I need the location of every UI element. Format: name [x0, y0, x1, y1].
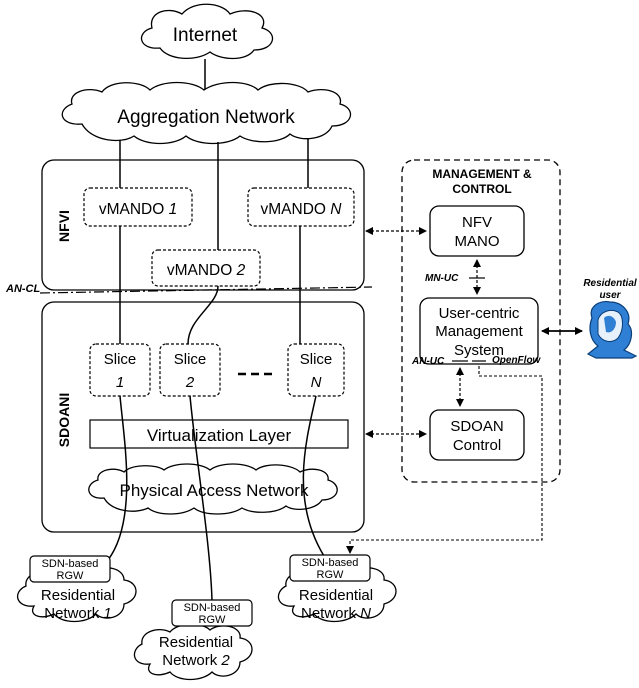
aggregation-network-label: Aggregation Network [117, 107, 295, 128]
virtualization-layer-box [89, 419, 349, 449]
rgw-1-line1: SDN-based [42, 558, 99, 570]
rgw-2-box [171, 599, 253, 627]
an-uc-label: AN-UC [411, 356, 445, 367]
residential-2-line1: Residential [159, 634, 233, 651]
mn-uc-label: MN-UC [425, 273, 459, 284]
sdoani-label: SDOANI [56, 393, 72, 447]
residential-user-line1: Residential [583, 278, 637, 289]
rgw-n-line2: RGW [317, 569, 345, 581]
vmando-1-label: vMANDO 1 [99, 201, 177, 218]
management-title-line2: CONTROL [452, 182, 511, 196]
residential-n-line1: Residential [299, 587, 373, 604]
openflow-label: OpenFlow [492, 355, 542, 366]
rgw-n-line1: SDN-based [302, 557, 359, 569]
openflow-link [346, 366, 543, 554]
nfv-mano-box [429, 205, 525, 257]
sdoan-control-line1: SDOAN [450, 418, 503, 435]
vmando-2-label: vMANDO 2 [167, 262, 246, 279]
slice1-rgw1-link [107, 395, 128, 561]
rgw-n-box [289, 554, 371, 582]
vmando-n-box [247, 187, 355, 227]
rgw-2-line2: RGW [199, 614, 227, 626]
internet-cloud: Internet [141, 3, 273, 60]
physical-access-network-label: Physical Access Network [120, 481, 309, 500]
residential-user-icon [586, 301, 638, 359]
virtualization-layer-label: Virtualization Layer [147, 426, 292, 445]
slice-n-box [287, 343, 345, 397]
nfv-mano-line2: MANO [455, 233, 500, 250]
sdoan-control-box [429, 409, 525, 461]
vmando2-slice2-link [187, 285, 219, 345]
residential-n-line2: Network N [301, 605, 371, 622]
sdoan-control-line2: Control [453, 437, 501, 454]
user-centric-management-box [419, 297, 539, 365]
vmando-1-box [83, 187, 193, 227]
slice-2-word: Slice [174, 351, 207, 368]
residential-2-line2: Network 2 [162, 652, 230, 669]
ucms-line2: Management [435, 323, 523, 340]
rgw-2-line1: SDN-based [184, 602, 241, 614]
management-title-line1: MANAGEMENT & [432, 167, 532, 181]
slice-n-word: Slice [300, 351, 333, 368]
vmando-2-box [151, 249, 261, 287]
nfv-mano-line1: NFV [462, 214, 492, 231]
residential-network-2-cloud: Residential Network 2 [133, 623, 253, 681]
residential-1-line2: Network 1 [44, 605, 112, 622]
slice-1-num: 1 [116, 374, 124, 391]
rgw-1-line2: RGW [57, 570, 85, 582]
slice-n-num: N [311, 374, 322, 391]
physical-access-network-cloud: Physical Access Network [88, 463, 338, 515]
sdoani-box [41, 301, 365, 533]
vmando-n-label: vMANDO N [261, 201, 343, 218]
slicen-rgwn-link [302, 395, 325, 557]
management-control-box [401, 159, 561, 483]
nfvi-label: NFVI [56, 210, 72, 242]
ucms-line1: User-centric [439, 305, 520, 322]
residential-user-line2: user [599, 290, 621, 301]
an-cl-label: AN-CL [5, 283, 40, 295]
slice-2-num: 2 [185, 374, 195, 391]
aggregation-network-cloud: Aggregation Network [61, 81, 351, 145]
residential-1-line1: Residential [41, 587, 115, 604]
an-cl-boundary [39, 286, 373, 294]
slice2-rgw2-link [189, 395, 213, 601]
ucms-line3: System [454, 342, 504, 359]
slice-1-word: Slice [104, 351, 137, 368]
internet-label: Internet [173, 25, 238, 46]
rgw-1-box [29, 555, 111, 583]
